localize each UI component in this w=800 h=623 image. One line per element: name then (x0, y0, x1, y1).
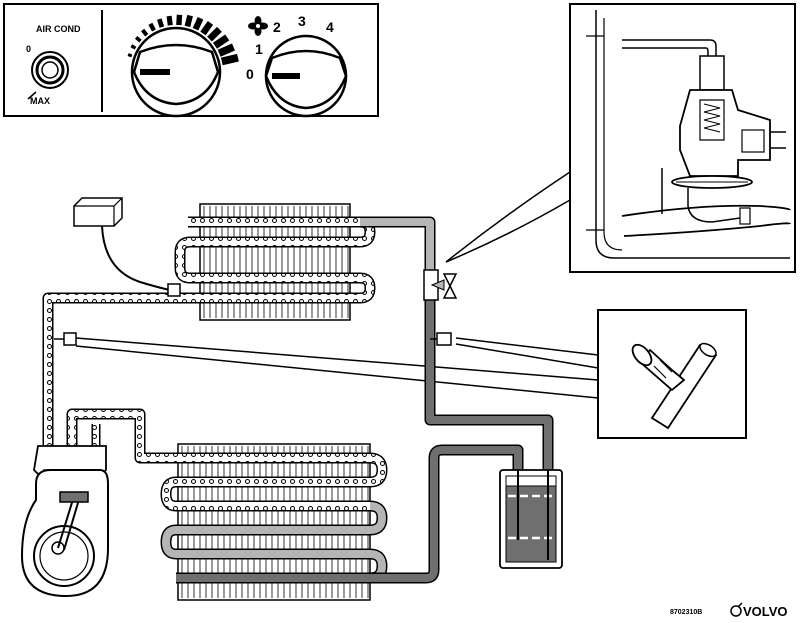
temperature-tick (130, 44, 137, 50)
temperature-tick (207, 26, 222, 42)
temperature-tick (217, 43, 236, 57)
thermostat (73, 197, 181, 297)
ac-title-label: AIR COND (36, 24, 81, 34)
expansion-valve-detail-inset (569, 3, 796, 273)
low-pressure-switch (63, 332, 77, 346)
footer: 8702310B VOLVO (670, 602, 788, 619)
temperature-knob[interactable] (127, 14, 239, 118)
control-panel: AIR COND 0 MAX 0 1 2 (3, 3, 379, 118)
temperature-tick (166, 15, 173, 26)
evaporator (174, 203, 376, 321)
switch-callout-lines-right (455, 337, 599, 369)
ac-knob[interactable]: AIR COND 0 MAX (26, 24, 81, 106)
temperature-knob-grip (132, 43, 220, 106)
temperature-tick (184, 14, 193, 28)
fan-icon (248, 16, 268, 36)
temperature-tick (200, 20, 214, 36)
temperature-scale (127, 14, 239, 66)
temperature-tick (127, 53, 133, 58)
temperature-knob-pointer (140, 69, 170, 75)
ac-knob-inner (35, 55, 65, 85)
temperature-tick (176, 14, 183, 26)
fan-position-3: 3 (298, 13, 306, 29)
temperature-tick (192, 16, 204, 31)
temperature-tick (157, 18, 165, 28)
temperature-tick (148, 22, 156, 32)
temperature-tick (220, 53, 239, 66)
suction-pipe-detail (621, 204, 791, 237)
expansion-valve-symbol (442, 273, 458, 299)
liquid-line-to-valve (424, 290, 554, 470)
ac-min-label: 0 (26, 44, 31, 54)
thermostat-capillary (101, 225, 171, 291)
pressure-switch-detail-inset (597, 309, 747, 439)
brand-name: VOLVO (743, 604, 788, 619)
ac-max-label: MAX (30, 96, 50, 106)
fan-position-2: 2 (273, 19, 281, 35)
fan-position-0: 0 (246, 66, 254, 82)
temperature-tick (134, 35, 142, 43)
receiver-drier (499, 469, 563, 569)
pressure-switch (436, 332, 452, 346)
fan-position-1: 1 (255, 41, 263, 57)
temperature-tick (140, 28, 149, 37)
fan-knob-grip (264, 49, 348, 110)
temperature-tick (212, 34, 230, 49)
ac-knob-pointer (27, 91, 37, 100)
fan-knob-pointer (272, 73, 300, 79)
fan-knob[interactable]: 0 1 2 3 4 (246, 13, 348, 118)
valve-callout-lines (445, 171, 571, 263)
volvo-logo: VOLVO (730, 602, 788, 619)
fan-position-4: 4 (326, 19, 334, 35)
switch-callout-lines-left (75, 337, 599, 399)
expansion-valve-body (679, 89, 771, 177)
compressor (20, 445, 109, 598)
figure-code: 8702310B (670, 609, 702, 616)
